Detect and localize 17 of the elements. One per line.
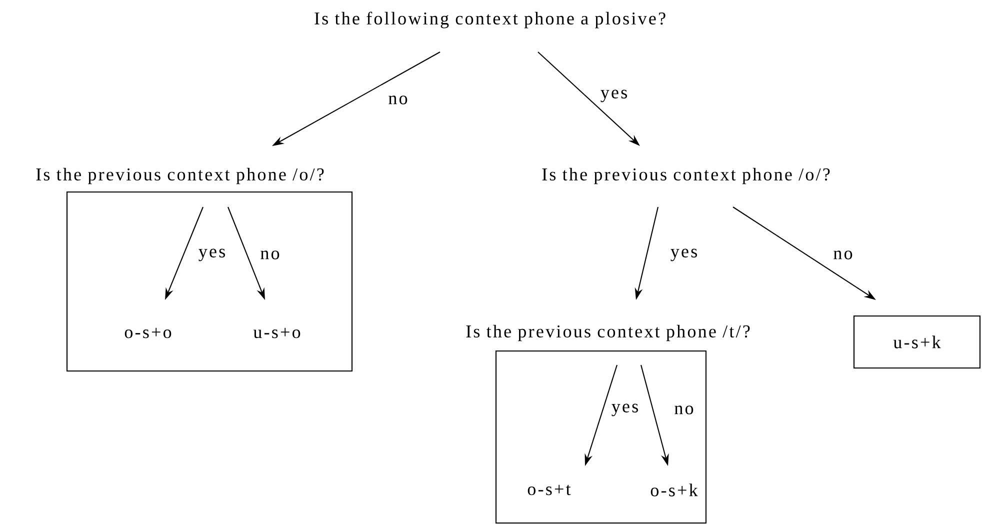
node-label: Is the previous context phone /t/? <box>466 324 750 342</box>
leaf-label: o-s+o <box>124 328 172 338</box>
leaf-box: u-s+k <box>853 315 981 369</box>
question-text: Is the previous context phone /o/? <box>542 168 830 184</box>
question-text: Is the following context phone a plosive? <box>314 12 666 28</box>
edge-label: no <box>672 404 696 416</box>
node-label: Is the previous context phone /o/? <box>36 168 324 184</box>
edge-label: yes <box>197 247 227 262</box>
leaf-label: u-s+o <box>253 328 300 338</box>
edge-label: yes <box>669 247 699 262</box>
edge-label: yes <box>599 88 629 104</box>
edge-label: no <box>832 249 854 261</box>
edge-label: no <box>386 94 410 106</box>
edge-label: no <box>258 249 282 261</box>
leaf-label: o-s+k <box>650 484 698 496</box>
leaf-label: o-s+t <box>528 484 571 496</box>
edge-label: yes <box>610 402 640 418</box>
